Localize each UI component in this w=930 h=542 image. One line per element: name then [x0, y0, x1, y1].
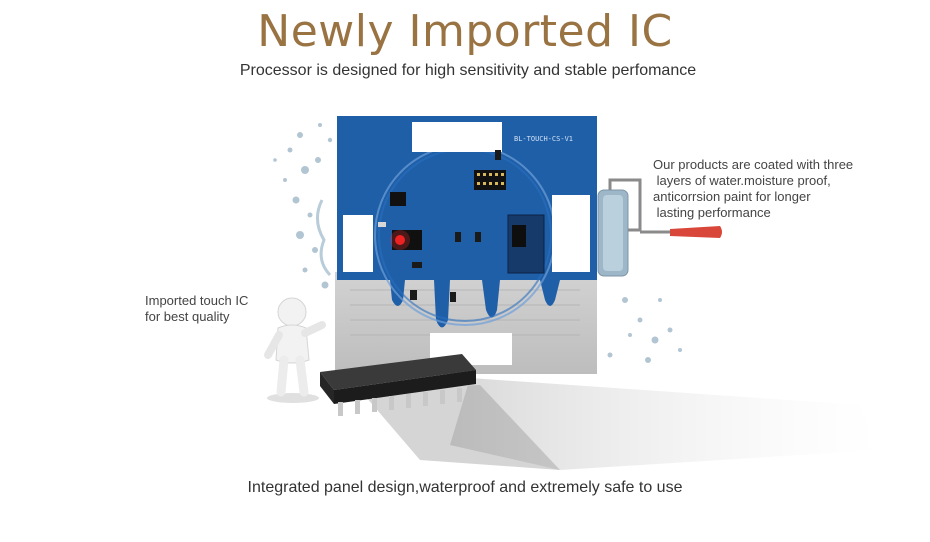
board-shadow — [360, 378, 880, 470]
footer-text: Integrated panel design,waterproof and e… — [247, 479, 683, 496]
pcb-pad-left — [343, 215, 373, 272]
ic-chip-icon — [320, 354, 476, 416]
board-label: BL-TOUCH-CS-V1 — [514, 135, 573, 143]
page-subtitle: Processor is designed for high sensitivi… — [239, 62, 697, 79]
pcb-blue-area — [337, 116, 597, 328]
pcb-pad-right — [552, 195, 590, 272]
paint-roller-icon — [597, 178, 722, 277]
water-splash-icon — [273, 123, 333, 289]
pcb-pad-top — [412, 122, 502, 152]
figure-icon — [264, 297, 326, 403]
pcb-components — [378, 150, 545, 302]
coating-note: Our products are coated with three layer… — [653, 157, 854, 220]
page-title: Newly Imported IC — [257, 6, 673, 57]
water-splash-icon — [607, 297, 682, 363]
touch-ic-note: Imported touch IC for best quality — [145, 293, 249, 324]
